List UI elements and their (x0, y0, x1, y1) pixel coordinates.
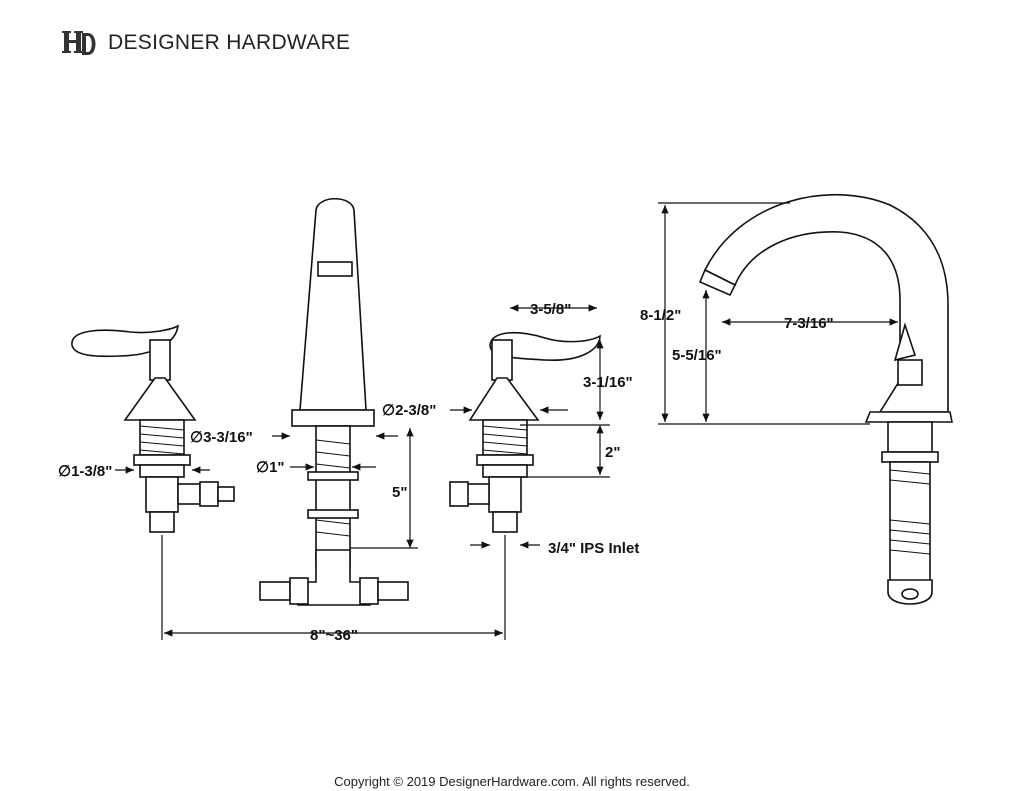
side-view-spout (698, 193, 953, 605)
dimension-lines (115, 202, 898, 640)
dim-spout-height: 8-1/2" (640, 307, 681, 324)
dim-spread: 8"~36" (310, 627, 358, 644)
dim-spout-reach: 7-3/16" (784, 315, 834, 332)
dim-spout-base-dia: ∅3-3/16" (190, 429, 253, 446)
dim-handle-height: 3-1/16" (583, 374, 633, 391)
brand-logo-icon (62, 31, 96, 55)
center-spout (259, 198, 409, 606)
right-handle-valve (449, 331, 601, 533)
dim-spout-clearance: 5-5/16" (672, 347, 722, 364)
dim-shank-length-upper: 2" (605, 444, 620, 461)
copyright-footer: Copyright © 2019 DesignerHardware.com. A… (334, 774, 690, 789)
dim-inlet: 3/4" IPS Inlet (548, 540, 639, 557)
left-handle-valve (71, 324, 235, 533)
brand-name: DESIGNER HARDWARE (108, 31, 351, 54)
dim-escutcheon-dia: ∅2-3/8" (382, 402, 436, 419)
dim-shank-length: 5" (392, 484, 407, 501)
brand-header: DESIGNER HARDWARE (62, 28, 350, 58)
dim-handle-width: 3-5/8" (530, 301, 571, 318)
dim-valve-dia: ∅1-3/8" (58, 463, 112, 480)
dim-shank-dia: ∅1" (256, 459, 285, 476)
